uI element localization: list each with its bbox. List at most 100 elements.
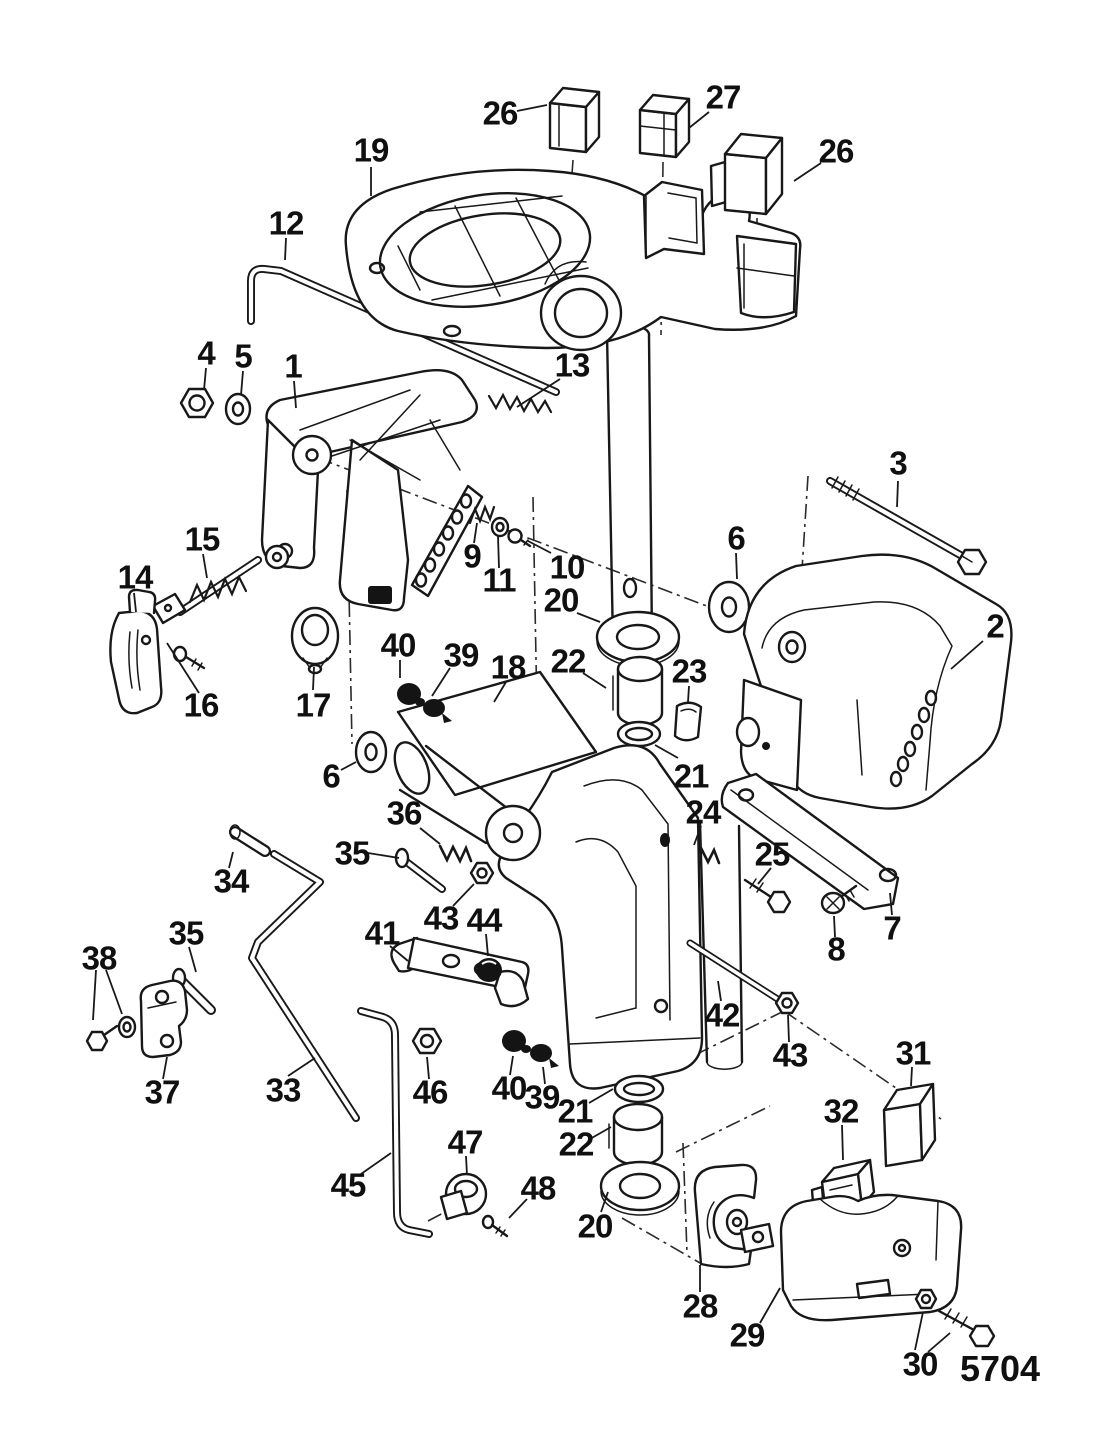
- leader-line-48: [508, 1198, 528, 1219]
- leader-lines: [92, 104, 984, 1353]
- leader-line-9: [473, 522, 478, 544]
- leader-line-39a: [431, 667, 451, 697]
- part-9-spring: [468, 503, 496, 525]
- callout-19: 19: [354, 132, 389, 169]
- callout-36: 36: [387, 795, 422, 832]
- leader-line-45: [360, 1152, 392, 1175]
- callout-35b: 35: [169, 915, 204, 952]
- leader-line-13: [516, 378, 561, 408]
- part-16-bolt: [172, 645, 206, 671]
- part-37-anchor-bracket: [139, 979, 189, 1059]
- callout-29: 29: [730, 1317, 765, 1354]
- callout-48: 48: [521, 1170, 556, 1207]
- leader-line-15: [202, 553, 208, 579]
- callout-8: 8: [827, 931, 845, 968]
- callout-27: 27: [706, 79, 741, 116]
- part-21-oring-lower: [613, 1074, 665, 1104]
- callout-5: 5: [234, 338, 252, 375]
- leader-line-21a: [654, 744, 679, 759]
- callout-21a: 21: [674, 758, 709, 795]
- part-42-link-rod: [686, 939, 783, 1004]
- part-43-nut-lower: [774, 991, 800, 1015]
- leader-line-26a: [516, 104, 548, 112]
- part-26-upper-mount-rear: [709, 132, 784, 216]
- callout-1: 1: [284, 348, 302, 385]
- part-19-swivel-bracket-cap: [344, 168, 802, 352]
- part-34-sleeve: [229, 824, 271, 857]
- callout-34: 34: [214, 863, 250, 900]
- leader-line-32: [841, 1124, 844, 1161]
- callout-26a: 26: [483, 95, 518, 132]
- leader-line-16: [166, 642, 200, 694]
- figure-number: 5704: [960, 1348, 1040, 1389]
- part-13-spring: [487, 392, 553, 415]
- callout-6b: 6: [322, 758, 340, 795]
- leader-line-12: [284, 237, 287, 261]
- callout-39a: 39: [444, 637, 479, 674]
- leader-line-42: [717, 980, 722, 1002]
- part-12-tilt-rod: [247, 264, 560, 396]
- leader-line-46: [426, 1056, 430, 1080]
- callout-31: 31: [896, 1035, 931, 1072]
- part-3-clamp-bolt: [826, 476, 988, 576]
- part-18-swivel-bracket: [393, 670, 744, 1090]
- part-29-clamp-body: [779, 1193, 963, 1322]
- callout-22b: 22: [559, 1126, 594, 1163]
- leader-line-18: [493, 681, 507, 703]
- part-33-link-rod: [248, 850, 360, 1122]
- leader-line-14: [133, 592, 137, 613]
- leader-line-17: [312, 666, 315, 691]
- mount-seat: [735, 234, 798, 319]
- callout-2: 2: [986, 608, 1004, 645]
- part-39-grommet-upper: [423, 699, 452, 723]
- part-43-nut-upper: [469, 861, 495, 885]
- callout-6a: 6: [727, 520, 745, 557]
- leader-line-30: [914, 1311, 924, 1351]
- callout-28: 28: [683, 1288, 718, 1325]
- leader-line-33: [287, 1057, 316, 1077]
- leader-line-25: [757, 867, 772, 885]
- leader-line-29: [759, 1287, 781, 1324]
- part-25-bolt: [743, 878, 792, 914]
- callout-22a: 22: [551, 643, 586, 680]
- callout-20a: 20: [544, 582, 579, 619]
- part-5-washer: [224, 392, 252, 426]
- callout-16: 16: [184, 687, 219, 724]
- part-30-bolt-nut: [914, 1288, 996, 1348]
- leader-line-44: [485, 933, 489, 957]
- callout-15: 15: [185, 521, 220, 558]
- leader-line-43b: [787, 1014, 790, 1043]
- callout-18: 18: [491, 649, 526, 686]
- part-36-spring: [438, 843, 473, 865]
- leader-line-40b: [509, 1055, 514, 1076]
- leader-line-6b: [340, 761, 357, 771]
- part-26-upper-mount-front: [548, 86, 601, 154]
- leader-line-2: [950, 640, 984, 670]
- callout-11: 11: [483, 562, 517, 599]
- part-10-screw: [507, 528, 532, 548]
- callout-33: 33: [266, 1072, 301, 1109]
- callout-43a: 43: [424, 900, 459, 937]
- callout-44: 44: [467, 902, 503, 939]
- leader-line-7: [889, 892, 893, 916]
- leader-line-24: [693, 825, 702, 846]
- callout-4: 4: [197, 335, 216, 372]
- callout-14: 14: [118, 559, 154, 596]
- callout-37: 37: [145, 1074, 180, 1111]
- leader-line-47: [465, 1155, 468, 1176]
- callout-39b: 39: [525, 1079, 560, 1116]
- part-23-bearing-clip: [673, 701, 703, 742]
- part-47-cable-clamp: [439, 1172, 488, 1221]
- part-6-washer-starboard: [707, 580, 751, 634]
- callout-7: 7: [883, 910, 900, 947]
- leader-line-31: [910, 1066, 913, 1087]
- callout-40b: 40: [492, 1070, 527, 1107]
- leader-line-21b: [588, 1088, 614, 1104]
- callout-35a: 35: [335, 835, 370, 872]
- leader-line-36: [419, 827, 441, 845]
- part-6-washer-port: [354, 730, 388, 774]
- callout-23: 23: [672, 653, 707, 690]
- leader-line-6a: [735, 552, 738, 580]
